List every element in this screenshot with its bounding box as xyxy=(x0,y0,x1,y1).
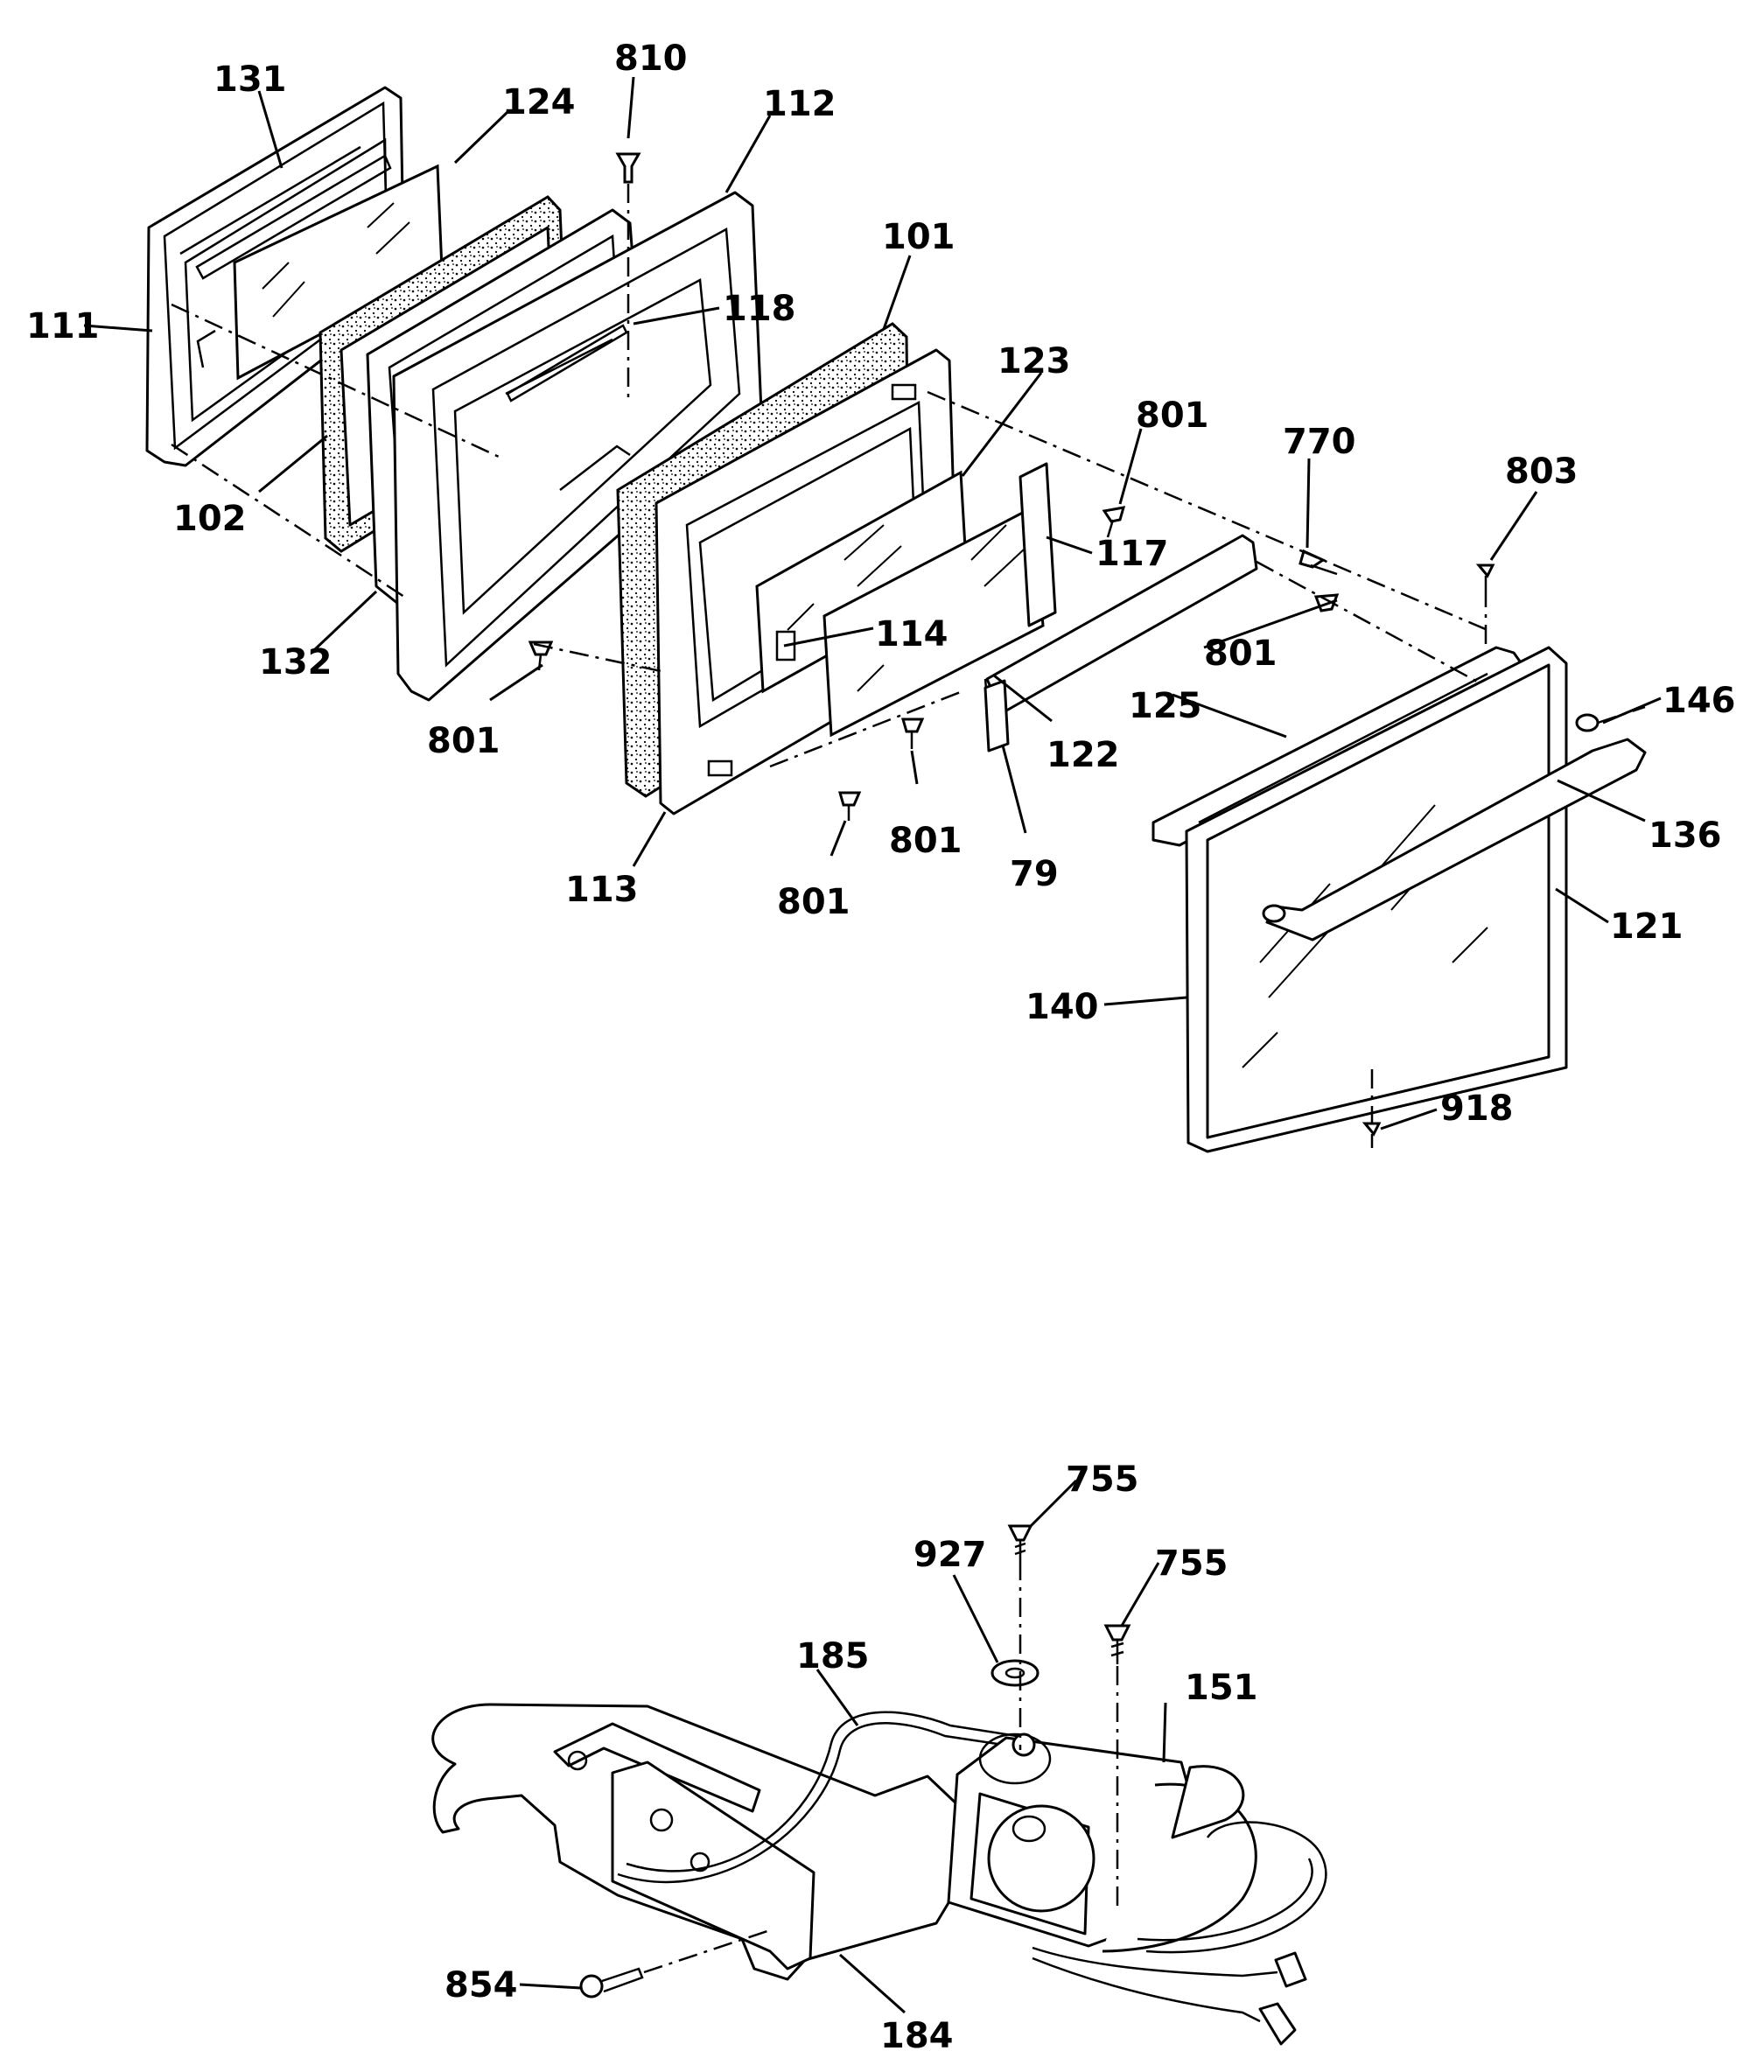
callout-131: 131 xyxy=(214,60,287,100)
latch-bracket-184 xyxy=(431,1703,964,1981)
callout-121: 121 xyxy=(1610,906,1684,947)
screw-755-a xyxy=(1007,1524,1033,1561)
screw-770 xyxy=(1298,549,1338,576)
callout-113: 113 xyxy=(565,870,639,910)
assembly-line-latch-3 xyxy=(643,1928,771,1974)
callout-140: 140 xyxy=(1026,987,1099,1027)
door-handle-136 xyxy=(1265,738,1647,942)
gasket-131 xyxy=(195,154,392,280)
callout-801-e: 801 xyxy=(777,882,850,922)
callout-770: 770 xyxy=(1283,422,1356,462)
callout-755-b: 755 xyxy=(1155,1544,1228,1584)
latch-motor-151 xyxy=(947,1732,1257,1953)
callout-810: 810 xyxy=(614,38,688,79)
latch-rod-185 xyxy=(617,1711,1018,1884)
screw-803 xyxy=(1475,564,1495,588)
assembly-line-vertical xyxy=(626,184,1488,1124)
latch-wires xyxy=(1032,1821,1327,2046)
callout-114: 114 xyxy=(875,614,948,654)
trim-79 xyxy=(984,679,1010,752)
callout-101: 101 xyxy=(882,217,956,257)
channel-117 xyxy=(1018,462,1057,627)
callout-854: 854 xyxy=(444,1965,518,2006)
callout-803: 803 xyxy=(1505,452,1578,492)
callout-102: 102 xyxy=(173,499,247,539)
callout-146: 146 xyxy=(1662,681,1736,721)
callout-123: 123 xyxy=(998,341,1071,382)
callout-801-d: 801 xyxy=(889,821,962,861)
screw-810 xyxy=(615,152,641,184)
door-frame-112 xyxy=(392,191,763,702)
callout-111: 111 xyxy=(26,306,100,346)
oven-door-assembly xyxy=(83,76,1662,1153)
hinge-bar-118 xyxy=(506,324,628,402)
callout-118: 118 xyxy=(723,289,796,329)
assembly-line-upper xyxy=(171,303,1488,632)
callout-117: 117 xyxy=(1096,534,1169,574)
callout-755-a: 755 xyxy=(1066,1460,1139,1500)
callout-184: 184 xyxy=(880,2016,954,2056)
callout-927: 927 xyxy=(914,1535,987,1575)
screw-854 xyxy=(579,1967,644,1998)
callout-labels: 810 131 124 112 101 111 118 123 801 770 … xyxy=(26,38,1736,2056)
callout-124: 124 xyxy=(502,82,576,122)
callout-918: 918 xyxy=(1440,1088,1514,1129)
callout-112: 112 xyxy=(763,84,836,124)
washer-927 xyxy=(990,1659,1040,1687)
callout-185: 185 xyxy=(796,1636,870,1676)
callout-801-c: 801 xyxy=(427,721,500,761)
callout-136: 136 xyxy=(1648,816,1722,856)
screw-801-e xyxy=(838,791,862,821)
callout-125: 125 xyxy=(1129,686,1202,726)
callout-79: 79 xyxy=(1010,854,1059,894)
screw-801-a xyxy=(1102,506,1126,538)
callout-132: 132 xyxy=(259,642,332,682)
callout-151: 151 xyxy=(1185,1668,1258,1708)
screw-755-b xyxy=(1103,1624,1131,1664)
callout-122: 122 xyxy=(1046,735,1120,775)
screw-801-d xyxy=(901,718,925,749)
callout-801-a: 801 xyxy=(1136,396,1209,436)
callout-801-b: 801 xyxy=(1204,634,1278,674)
latch-assembly xyxy=(431,1479,1327,2046)
glass-114 xyxy=(775,505,1045,738)
assembly-line-lower xyxy=(171,443,1480,768)
screw-918 xyxy=(1362,1122,1382,1148)
